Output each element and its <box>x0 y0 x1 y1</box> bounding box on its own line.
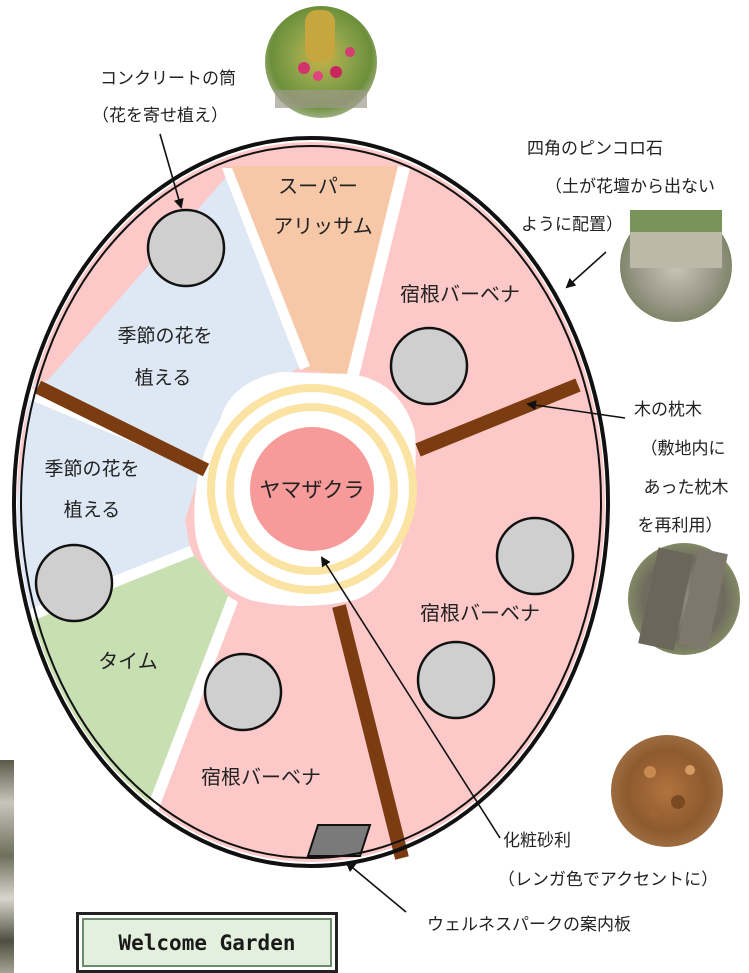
oval-border-inner <box>20 145 602 859</box>
zone-gap <box>346 166 410 380</box>
leader-lines <box>159 133 626 913</box>
yamazakura-tree <box>250 427 374 551</box>
concrete-pot <box>389 326 469 406</box>
zone-label-super-alyssum-1: スーパー <box>278 174 358 198</box>
cropped-photo-strip <box>0 760 14 973</box>
annotation-sleepers-1: 木の枕木 <box>634 400 702 420</box>
zone-label-seasonal-upper-1: 季節の花を <box>117 325 212 347</box>
sleeper-bottom <box>332 604 409 860</box>
concrete-pot <box>416 640 496 720</box>
inner-gold-ring <box>226 403 398 575</box>
annotation-stones-3: ように配置） <box>521 215 623 235</box>
annotation-concrete-2: （花を寄せ植え） <box>92 106 228 126</box>
welcome-garden-sign: Welcome Garden <box>76 912 338 973</box>
signboard-marker <box>306 824 372 857</box>
zone-label-verbena-bottom: 宿根バーベナ <box>201 765 321 789</box>
wooden-sleepers <box>34 378 581 860</box>
zone-label-thyme: タイム <box>98 649 158 673</box>
annotation-sleepers-3: あった枕木 <box>644 478 729 498</box>
annotation-sleepers-2: （敷地内に <box>641 439 726 459</box>
tree-label: ヤマザクラ <box>260 478 365 502</box>
sign-text: Welcome Garden <box>118 930 296 955</box>
arrow-stones <box>565 251 607 289</box>
photo-concrete-cylinder <box>265 6 377 118</box>
zone-label-super-alyssum-2: アリッサム <box>273 214 373 238</box>
sleeper-right <box>415 378 581 457</box>
annotation-concrete-1: コンクリートの筒 <box>100 69 236 89</box>
arrow-concrete <box>159 133 184 209</box>
photo-decorative-gravel <box>611 735 723 847</box>
concrete-pot <box>495 516 575 596</box>
zone-gap <box>222 168 310 370</box>
photo-pinkoro-stones <box>620 210 732 322</box>
concrete-pot <box>34 543 114 623</box>
annotation-sleepers-4: を再利用） <box>638 516 723 536</box>
annotation-gravel-1: 化粧砂利 <box>503 831 571 851</box>
annotation-signboard: ウェルネスパークの案内板 <box>427 915 631 935</box>
sleeper-left <box>34 380 210 477</box>
zone-label-verbena-right: 宿根バーベナ <box>420 601 540 625</box>
annotation-stones-2: （土が花壇から出ない <box>545 177 715 197</box>
concrete-pot <box>146 208 226 288</box>
outer-gold-ring <box>207 384 417 594</box>
zone-label-seasonal-upper-2: 植える <box>135 367 191 389</box>
annotation-gravel-2: （レンガ色でアクセントに） <box>498 870 718 890</box>
zone-gap <box>146 596 238 816</box>
concrete-pot <box>203 652 283 732</box>
arrow-gravel <box>320 556 501 839</box>
zone-super-alyssum <box>228 166 402 378</box>
zone-label-seasonal-lower-2: 植える <box>64 499 120 521</box>
oval-border-outer <box>12 136 610 868</box>
arrow-signboard <box>345 861 407 913</box>
zone-label-verbena-top: 宿根バーベナ <box>400 282 520 306</box>
zone-label-seasonal-lower-1: 季節の花を <box>44 458 139 480</box>
annotation-stones-1: 四角のピンコロ石 <box>527 139 663 159</box>
concrete-pots <box>34 208 575 732</box>
arrow-sleepers <box>526 400 626 419</box>
photo-wooden-sleepers <box>628 543 740 655</box>
